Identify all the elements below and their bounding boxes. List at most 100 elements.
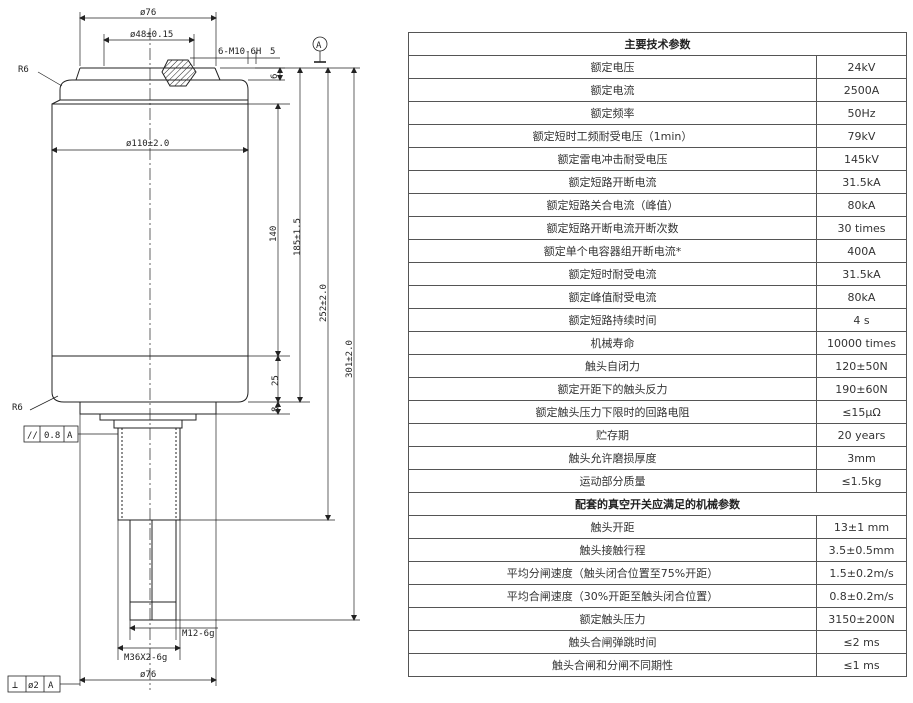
dim-radius-top: R6 (18, 65, 29, 75)
dim-mid-h: 252±2.0 (319, 284, 329, 322)
param-value: 13±1 mm (816, 515, 907, 539)
hatch-section (161, 59, 197, 87)
param-label: 平均合闸速度（30%开距至触头闭合位置） (408, 584, 817, 608)
dim-total-h: 301±2.0 (345, 340, 355, 378)
tol-parallel-symbol: // (27, 431, 38, 441)
table-row: 平均合闸速度（30%开距至触头闭合位置）0.8±0.2m/s (408, 584, 907, 608)
param-value: 10000 times (816, 331, 907, 355)
dim-rod-thread: M12-6g (182, 629, 215, 639)
param-value: 4 s (816, 308, 907, 332)
dim-bottom-cap-h: 25 (271, 375, 281, 386)
param-value: 50Hz (816, 101, 907, 125)
bottom-cap-outline (51, 355, 249, 403)
section-title: 主要技术参数 (408, 32, 907, 56)
param-value: 80kA (816, 285, 907, 309)
dim-top-width: ø76 (140, 8, 156, 18)
param-value: ≤15μΩ (816, 400, 907, 424)
param-value: ≤1.5kg (816, 469, 907, 493)
table-row: 额定短路关合电流（峰值）80kA (408, 193, 907, 217)
table-row: 触头合闸弹跳时间≤2 ms (408, 630, 907, 654)
dim-top-flange-h: 6 (270, 74, 280, 79)
param-value: 145kV (816, 147, 907, 171)
table-row: 运动部分质量≤1.5kg (408, 469, 907, 493)
param-value: 120±50N (816, 354, 907, 378)
param-label: 额定短路开断电流开断次数 (408, 216, 817, 240)
param-value: ≤1 ms (816, 653, 907, 677)
param-value: 30 times (816, 216, 907, 240)
stem (117, 427, 181, 521)
tol-parallel-value: 0.8 (44, 431, 60, 441)
param-value: 79kV (816, 124, 907, 148)
param-value: 3150±200N (816, 607, 907, 631)
table-row: 额定单个电容器组开断电流*400A (408, 239, 907, 263)
param-value: 24kV (816, 55, 907, 79)
param-label: 触头自闭力 (408, 354, 817, 378)
param-value: 2500A (816, 78, 907, 102)
tol-perp-symbol: ⊥ (12, 680, 18, 691)
dim-flange-h: 8 (271, 407, 281, 412)
param-value: 190±60N (816, 377, 907, 401)
param-value: ≤2 ms (816, 630, 907, 654)
param-label: 触头合闸弹跳时间 (408, 630, 817, 654)
table-row: 额定短时工频耐受电压（1min）79kV (408, 124, 907, 148)
param-value: 31.5kA (816, 262, 907, 286)
param-label: 额定单个电容器组开断电流* (408, 239, 817, 263)
dim-body-h: 140 (269, 226, 279, 242)
param-value: 1.5±0.2m/s (816, 561, 907, 585)
section-title: 配套的真空开关应满足的机械参数 (408, 492, 907, 516)
param-label: 平均分闸速度（触头闭合位置至75%开距） (408, 561, 817, 585)
dim-stem-thread: M36X2-6g (124, 653, 167, 663)
dim-radius-bottom: R6 (12, 403, 23, 413)
param-label: 贮存期 (408, 423, 817, 447)
param-value: 3.5±0.5mm (816, 538, 907, 562)
param-label: 触头接触行程 (408, 538, 817, 562)
param-label: 触头开距 (408, 515, 817, 539)
tol-perp-value: ø2 (28, 681, 39, 691)
moving-rod (129, 519, 177, 621)
param-label: 额定峰值耐受电流 (408, 285, 817, 309)
param-value: 0.8±0.2m/s (816, 584, 907, 608)
param-value: 80kA (816, 193, 907, 217)
table-row: 触头合闸和分闸不同期性≤1 ms (408, 653, 907, 677)
table-row: 额定触头压力下限时的回路电阻≤15μΩ (408, 400, 907, 424)
param-label: 额定短时耐受电流 (408, 262, 817, 286)
bottom-flange (79, 401, 217, 415)
param-label: 额定电流 (408, 78, 817, 102)
tol-perp-datum: A (48, 681, 54, 691)
param-label: 额定短路持续时间 (408, 308, 817, 332)
dim-bottom-width: ø76 (140, 670, 156, 680)
section-header-row: 主要技术参数 (408, 32, 907, 56)
param-label: 运动部分质量 (408, 469, 817, 493)
datum-label: A (316, 41, 322, 51)
vacuum-interrupter-drawing: ø76 ø48±0.15 6-M10-6H 5 6 ø110±2.0 140 1… (7, 8, 360, 693)
dim-inner-h: 185±1.5 (293, 218, 303, 256)
param-label: 触头合闸和分闸不同期性 (408, 653, 817, 677)
dim-body-dia: ø110±2.0 (126, 139, 169, 149)
param-value: 3mm (816, 446, 907, 470)
param-label: 额定频率 (408, 101, 817, 125)
param-label: 额定电压 (408, 55, 817, 79)
table-row: 平均分闸速度（触头闭合位置至75%开距）1.5±0.2m/s (408, 561, 907, 585)
param-label: 触头允许磨损厚度 (408, 446, 817, 470)
dim-thread-depth: 5 (270, 47, 275, 57)
section-header-row: 配套的真空开关应满足的机械参数 (408, 492, 907, 516)
dim-inner-dia: ø48±0.15 (130, 30, 173, 40)
param-value: 20 years (816, 423, 907, 447)
param-label: 额定短时工频耐受电压（1min） (408, 124, 817, 148)
param-value: 400A (816, 239, 907, 263)
